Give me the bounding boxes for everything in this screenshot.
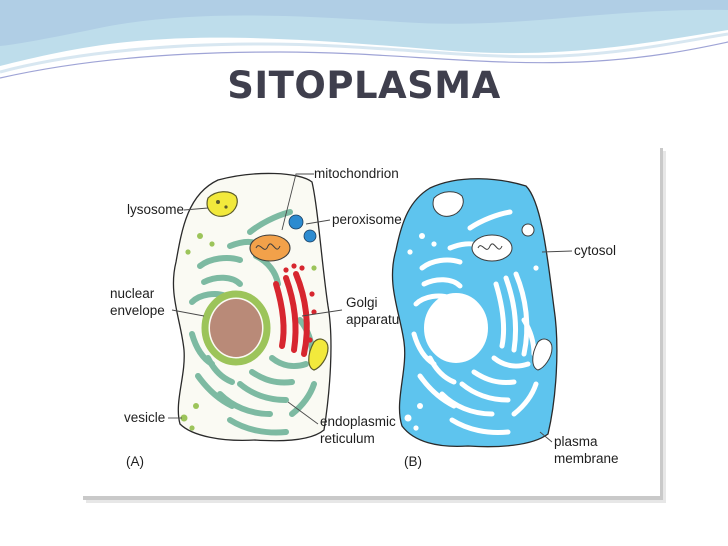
mitochondrion-a — [249, 234, 291, 262]
label-er-line1: endoplasmic — [320, 414, 396, 429]
leader-lysosome — [183, 207, 209, 211]
label-peroxisome: peroxisome — [332, 212, 402, 227]
cell-a — [172, 172, 332, 442]
lysosome-a-lower — [308, 338, 329, 371]
label-golgi-line1: Golgi — [346, 295, 378, 310]
cell-b — [391, 178, 558, 448]
vesicles-b — [404, 233, 539, 431]
lysosome-a — [206, 191, 238, 217]
slide-title: SITOPLASMA — [227, 64, 501, 107]
leader-cytosol — [541, 250, 573, 253]
label-plasma-line2: membrane — [554, 451, 619, 466]
nuclear-envelope-outer — [201, 290, 271, 366]
nucleus-a-interior — [210, 299, 262, 357]
organelles-b — [432, 191, 553, 371]
label-cytosol: cytosol — [574, 243, 616, 258]
label-mitochondrion: mitochondrion — [314, 166, 399, 181]
panel-b-tag: (B) — [404, 454, 422, 469]
panel-b-labels: cytosol plasma membrane (B) — [404, 243, 619, 469]
membranes-b — [411, 209, 539, 435]
er-network-a — [189, 209, 317, 436]
label-lysosome: lysosome — [127, 202, 184, 217]
label-nuclear-line2: envelope — [110, 303, 165, 318]
lysosome-dot — [224, 205, 228, 209]
golgi-apparatus-a — [273, 263, 317, 357]
vesicles-a — [180, 233, 317, 431]
banner-light-wave — [0, 32, 728, 74]
nucleus-b — [424, 293, 488, 363]
cell-diagram-figure: mitochondrion lysosome peroxisome nuclea… — [80, 144, 660, 496]
label-golgi-line2: apparatus — [346, 312, 406, 327]
panel-a-labels: mitochondrion lysosome peroxisome nuclea… — [110, 166, 406, 469]
leader-nuclear-envelope — [171, 309, 205, 317]
leader-mitochondrion — [281, 173, 314, 231]
panel-a-tag: (A) — [126, 454, 144, 469]
label-vesicle: vesicle — [124, 410, 165, 425]
label-nuclear-line1: nuclear — [110, 286, 155, 301]
lysosome-dot — [216, 200, 220, 204]
banner-blue-wave — [0, 0, 728, 66]
nucleus-a — [201, 290, 271, 366]
leader-peroxisome — [305, 219, 331, 225]
banner-thin-line — [0, 41, 728, 79]
leader-golgi — [301, 309, 343, 317]
leader-plasma-membrane — [539, 431, 553, 443]
peroxisome-a — [288, 214, 317, 243]
leader-er — [287, 401, 319, 425]
decorative-banner — [0, 0, 728, 79]
label-plasma-line1: plasma — [554, 434, 598, 449]
label-er-line2: reticulum — [320, 431, 375, 446]
